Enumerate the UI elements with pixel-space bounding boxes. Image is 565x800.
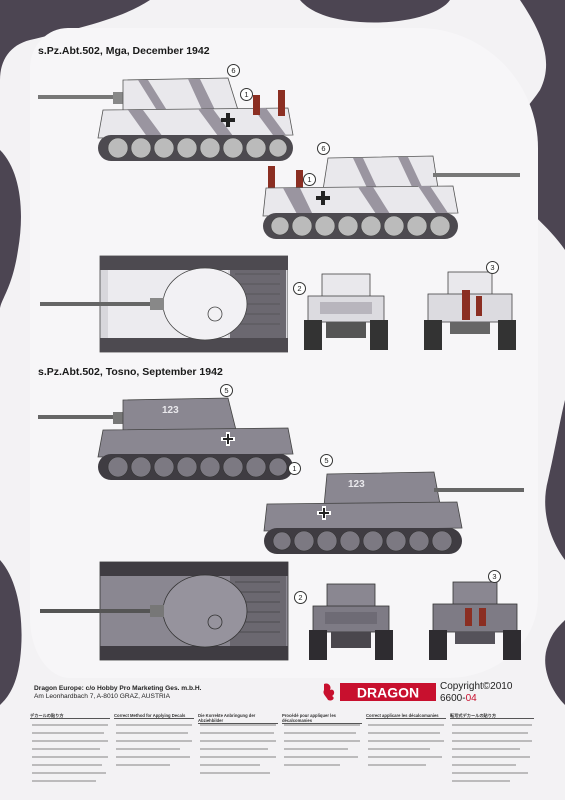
- grey-tank-rear-view: [429, 581, 521, 660]
- callout-2: 2: [294, 591, 307, 604]
- section2-title: s.Pz.Abt.502, Tosno, September 1942: [38, 366, 223, 378]
- winter-tank-right-side: [262, 155, 520, 239]
- copyright-text: Copyright©2010: [440, 681, 513, 692]
- instructions-col-6: 転写式デカールの貼り方: [450, 713, 534, 793]
- callout-3: 3: [486, 261, 499, 274]
- balkenkreuz-icon: [316, 191, 330, 205]
- instructions-col-3: Die Korrekte Anbringung der Abziehbilder: [198, 713, 278, 793]
- callout-6: 6: [227, 64, 240, 77]
- instructions-col-2: Correct Method for Applying Decals: [114, 713, 194, 793]
- grey-tank-left-side: [38, 397, 294, 480]
- grey-tank-top-view: [40, 561, 289, 661]
- balkenkreuz-icon: [221, 113, 235, 127]
- instructions-col-4: Procédé pour appliquer les décalcomanies: [282, 713, 362, 793]
- callout-5: 5: [220, 384, 233, 397]
- section1-title: s.Pz.Abt.502, Mga, December 1942: [38, 45, 210, 57]
- callout-1: 1: [303, 173, 316, 186]
- callout-2: 2: [293, 282, 306, 295]
- winter-tank-top-view: [40, 255, 288, 353]
- footer-address: Dragon Europe: c/o Hobby Pro Marketing G…: [34, 685, 201, 702]
- logo-text: DRAGON: [357, 685, 419, 701]
- callout-3: 3: [488, 570, 501, 583]
- address-line: Am Leonhardbach 7, A-8010 GRAZ, AUSTRIA: [34, 693, 170, 701]
- winter-tank-left-side: [38, 77, 294, 161]
- company-line: Dragon Europe: c/o Hobby Pro Marketing G…: [34, 685, 202, 692]
- balkenkreuz-icon: [221, 432, 235, 446]
- decal-instructions: デカールの貼り方 Correct Method for Applying Dec…: [30, 713, 536, 793]
- product-code: 6600-04: [440, 692, 477, 704]
- balkenkreuz-icon: [317, 506, 331, 520]
- copyright-block: Copyright©2010 6600-04: [440, 681, 512, 704]
- callout-6: 6: [317, 142, 330, 155]
- grey-tank-front-view: [309, 583, 393, 660]
- callout-1: 1: [288, 462, 301, 475]
- turret-number: 123: [348, 479, 365, 490]
- instructions-col-1: デカールの貼り方: [30, 713, 110, 793]
- callout-5: 5: [320, 454, 333, 467]
- winter-tank-rear-view: [424, 271, 516, 350]
- turret-number: 123: [162, 405, 179, 416]
- callout-1: 1: [240, 88, 253, 101]
- instructions-col-5: Correct applicare les décalcomanies: [366, 713, 446, 793]
- dragon-logo: DRAGON: [323, 683, 436, 701]
- instruction-text-lines: [32, 724, 532, 782]
- grey-tank-right-side: [263, 471, 524, 554]
- winter-tank-front-view: [304, 273, 388, 350]
